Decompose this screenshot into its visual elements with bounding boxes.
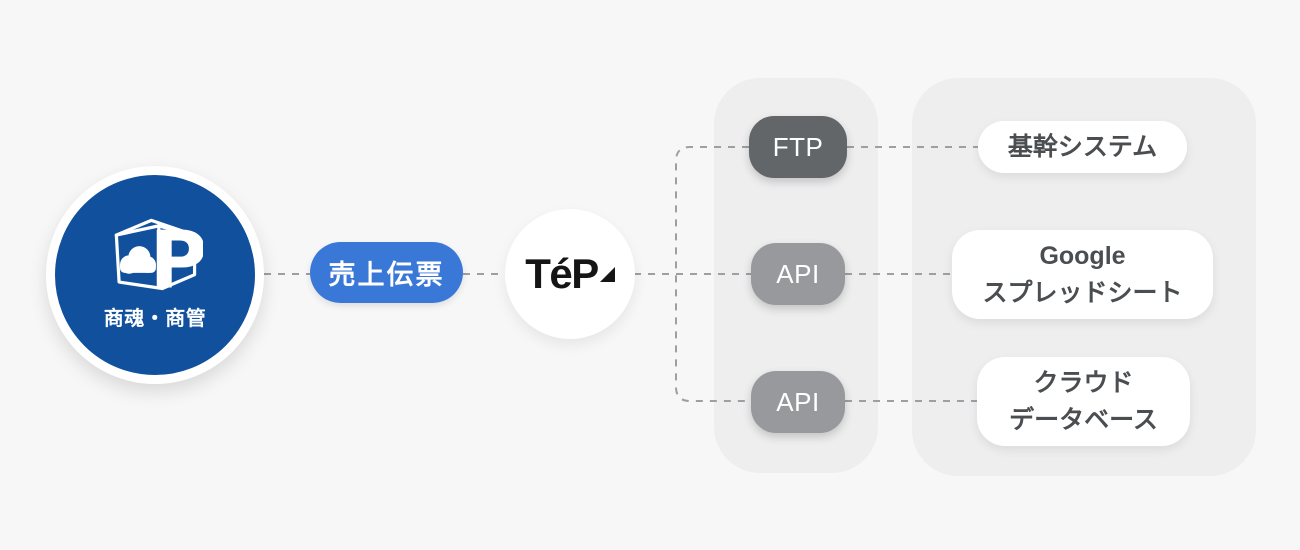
destination-core-system: 基幹システム (978, 121, 1187, 173)
connector-branch-vertical (675, 146, 751, 402)
source-system-badge: P 商魂・商管 (46, 166, 264, 384)
protocol-pill-api-2-label: API (776, 386, 820, 417)
protocol-pill-api-1-label: API (776, 258, 820, 289)
svg-text:P: P (149, 215, 203, 294)
destination-google-spreadsheet-line1: Google (1039, 241, 1126, 270)
destination-cloud-database-line2: データベース (1009, 405, 1158, 434)
p-cube-cloud-logo-icon: P (114, 215, 203, 294)
tep-logo-text: TéP (525, 250, 599, 297)
tep-hub-badge: TéP (505, 209, 635, 339)
tep-triangle-icon (599, 266, 615, 282)
protocol-pill-ftp: FTP (749, 116, 847, 178)
protocol-pill-api-1: API (751, 243, 845, 305)
destination-cloud-database-line1: クラウド (1033, 368, 1134, 397)
protocol-pill-api-2: API (751, 371, 845, 433)
destination-cloud-database: クラウド データベース (977, 357, 1190, 446)
source-system-label: 商魂・商管 (103, 308, 207, 330)
destination-google-spreadsheet: Google スプレッドシート (952, 230, 1213, 319)
sales-slip-pill: 売上伝票 (310, 242, 463, 303)
protocol-pill-ftp-label: FTP (772, 131, 824, 162)
destination-core-system-line1: 基幹システム (1007, 132, 1158, 161)
destination-google-spreadsheet-line2: スプレッドシート (982, 278, 1183, 307)
